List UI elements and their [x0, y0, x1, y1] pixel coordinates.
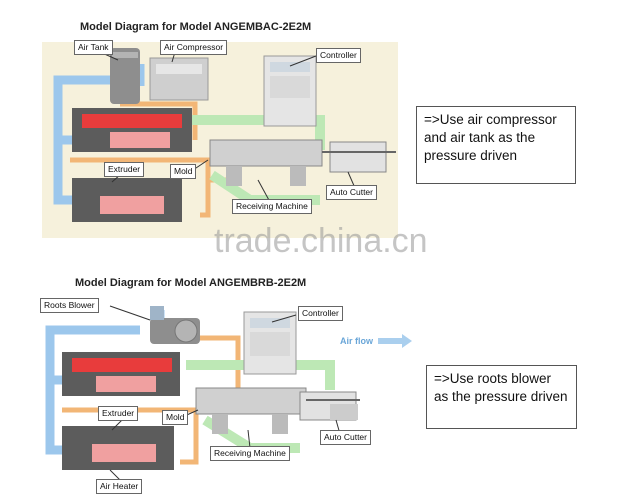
- label-mold-1: Mold: [170, 164, 197, 179]
- label-controller-2: Controller: [298, 306, 343, 321]
- label-extruder-2: Extruder: [98, 406, 139, 421]
- label-controller-1: Controller: [316, 48, 361, 63]
- diagram2-roots-blower: [150, 306, 200, 344]
- diagram1-extruder-2: [72, 178, 182, 222]
- diagram1-air-compressor: [149, 50, 209, 101]
- label-mold-2: Mold: [162, 410, 189, 425]
- diagram1-title: Model Diagram for Model ANGEMBAC-2E2M: [80, 21, 312, 33]
- diagram2-receiving-line: [195, 387, 360, 434]
- diagram2-extruder-1: [62, 352, 180, 396]
- label-air-compressor: Air Compressor: [160, 40, 228, 55]
- diagram2-controller: [243, 311, 297, 375]
- diagram1-receiving-line: [209, 139, 396, 186]
- label-air-flow: Air flow: [340, 336, 373, 346]
- diagram1-controller: [263, 55, 317, 127]
- diagram1-air-tank: [110, 48, 140, 104]
- diagram2-extruder-2: [62, 426, 174, 470]
- watermark: trade.china.cn: [214, 222, 428, 260]
- diagram1-extruder-1: [72, 108, 192, 152]
- label-extruder-1: Extruder: [104, 162, 145, 177]
- label-receiving-machine-1: Receiving Machine: [232, 199, 312, 214]
- diagram2-air-flow-arrow: [378, 334, 412, 348]
- label-air-heater: Air Heater: [96, 479, 143, 494]
- label-auto-cutter-1: Auto Cutter: [326, 185, 377, 200]
- note-diagram2: =>Use roots blower as the pressure drive…: [426, 365, 577, 429]
- label-air-tank: Air Tank: [74, 40, 113, 55]
- label-auto-cutter-2: Auto Cutter: [320, 430, 371, 445]
- diagram2-title: Model Diagram for Model ANGEMBRB-2E2M: [75, 277, 307, 289]
- label-roots-blower: Roots Blower: [40, 298, 99, 313]
- note-diagram1: =>Use air compressor and air tank as the…: [416, 106, 576, 184]
- label-receiving-machine-2: Receiving Machine: [210, 446, 290, 461]
